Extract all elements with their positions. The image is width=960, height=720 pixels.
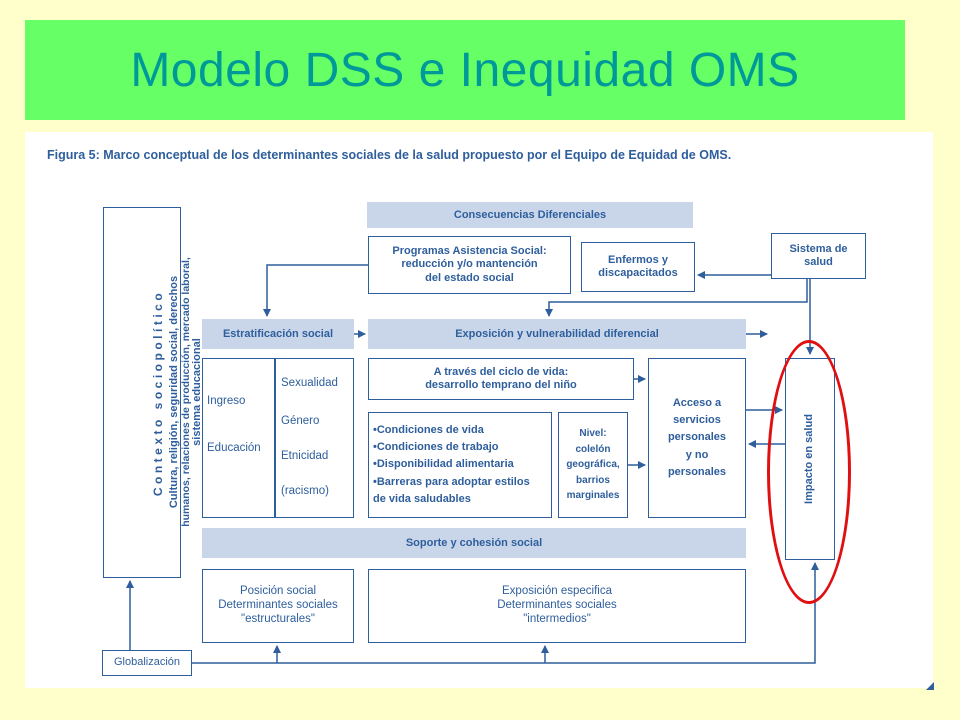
enfermos-line1: Enfermos y [608, 253, 668, 266]
nivel-box: Nivel: colelón geográfica, barrios margi… [558, 412, 628, 518]
nivel-item: geográfica, [566, 459, 620, 471]
exposicion-vulnerabilidad-band: Exposición y vulnerabilidad diferencial [368, 319, 746, 349]
sistema-salud-line2: salud [804, 256, 833, 268]
etnicidad-label: Etnicidad [281, 450, 329, 462]
acceso-item: personales [667, 431, 727, 444]
educacion-label: Educación [207, 442, 261, 454]
ingreso-label: Ingreso [207, 395, 246, 407]
programas-box: Programas Asistencia Social: reducción y… [368, 236, 571, 294]
enfermos-box: Enfermos y discapacitados [581, 242, 695, 292]
condiciones-box: •Condiciones de vida •Condiciones de tra… [368, 412, 552, 518]
nivel-item: barrios [576, 474, 610, 486]
condiciones-item: •Disponibilidad alimentaria [373, 458, 514, 471]
acceso-item: Acceso a [672, 397, 722, 410]
ciclo-vida-box: A través del ciclo de vida: desarrollo t… [368, 358, 634, 400]
condiciones-item: •Barreras para adoptar estilos [373, 475, 530, 488]
condiciones-item: •Condiciones de trabajo [373, 441, 499, 454]
enfermos-line2: discapacitados [598, 267, 678, 279]
programas-line1: Programas Asistencia Social: [392, 245, 547, 258]
highlight-ellipse [767, 340, 851, 604]
estratificacion-band: Estratificación social [202, 319, 354, 349]
nivel-item: Nivel: [579, 428, 607, 440]
acceso-item: servicios [673, 414, 721, 427]
exposicion-especifica-line3: "intermedios" [523, 612, 591, 625]
programas-line3: del estado social [425, 271, 514, 284]
contexto-box [103, 207, 181, 578]
globalizacion-box: Globalización [102, 650, 192, 676]
sexualidad-label: Sexualidad [281, 377, 338, 389]
estratificacion-divider [274, 358, 276, 518]
title-bar: Modelo DSS e Inequidad OMS [25, 20, 905, 120]
posicion-line2: Determinantes sociales [218, 599, 338, 612]
nivel-item: colelón [575, 443, 611, 455]
posicion-line1: Posición social [239, 585, 317, 598]
soporte-band: Soporte y cohesión social [202, 528, 746, 558]
ciclo-vida-line2: desarrollo temprano del niño [425, 379, 577, 391]
posicion-line3: "estructurales" [241, 612, 315, 625]
estratificacion-detail-box [202, 358, 354, 518]
sistema-salud-line1: Sistema de [789, 242, 848, 255]
corner-mark [926, 682, 934, 690]
ciclo-vida-line1: A través del ciclo de vida: [433, 365, 569, 378]
condiciones-item: •Condiciones de vida [373, 424, 484, 437]
acceso-item: y no [685, 448, 709, 461]
programas-line2: reducción y/o mantención [401, 258, 538, 271]
genero-label: Género [281, 415, 320, 427]
exposicion-especifica-line2: Determinantes sociales [497, 599, 617, 612]
sistema-salud-box: Sistema de salud [771, 233, 866, 279]
posicion-box: Posición social Determinantes sociales "… [202, 569, 354, 643]
condiciones-item: de vida saludables [373, 492, 471, 505]
exposicion-especifica-line1: Exposición especifica [502, 585, 612, 598]
exposicion-especifica-box: Exposición especifica Determinantes soci… [368, 569, 746, 643]
figure-caption: Figura 5: Marco conceptual de los determ… [47, 148, 732, 162]
acceso-box: Acceso a servicios personales y no perso… [648, 358, 746, 518]
contexto-title: Contexto sociopolítico [151, 289, 165, 497]
acceso-item: personales [667, 465, 727, 478]
nivel-item: marginales [566, 490, 620, 502]
slide-title: Modelo DSS e Inequidad OMS [130, 43, 800, 97]
racismo-label: (racismo) [281, 485, 329, 497]
consecuencias-band: Consecuencias Diferenciales [367, 202, 693, 228]
